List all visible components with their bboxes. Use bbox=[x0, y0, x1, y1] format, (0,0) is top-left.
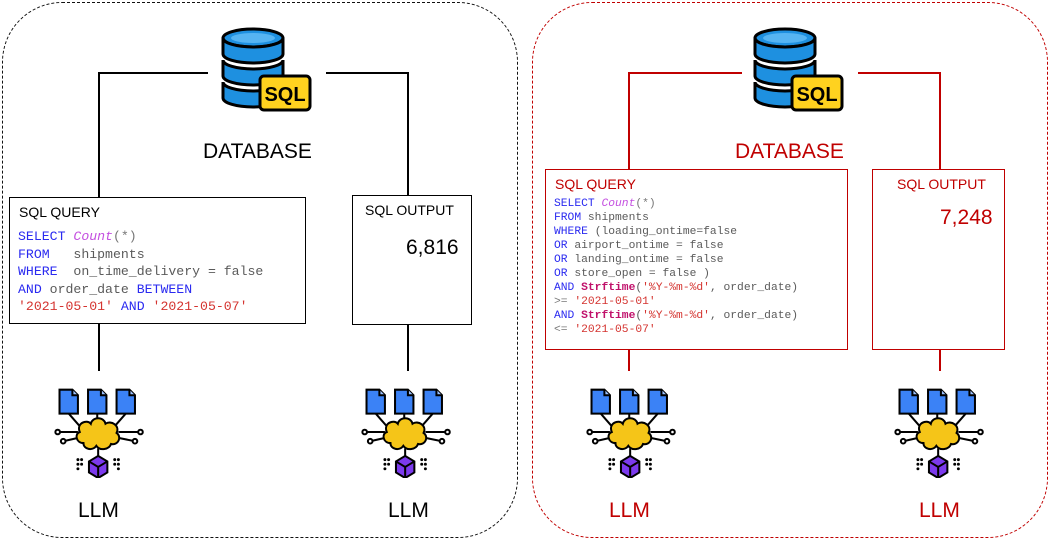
sql-code-line: FROM shipments bbox=[18, 246, 263, 264]
sql-database-icon bbox=[746, 24, 848, 124]
wire bbox=[407, 323, 409, 371]
sql-code-line: WHERE on_time_delivery = false bbox=[18, 263, 263, 281]
sql-output-value: 7,248 bbox=[940, 206, 993, 229]
sql-token: shipments bbox=[73, 246, 145, 262]
llm-label: LLM bbox=[919, 499, 960, 522]
sql-token: >= bbox=[554, 296, 575, 308]
sql-token: Strftime bbox=[581, 310, 636, 322]
sql-code-line: FROM shipments bbox=[554, 211, 798, 225]
llm-brain-documents-icon bbox=[360, 386, 454, 478]
sql-code-line: AND Strftime('%Y-%m-%d', order_date) bbox=[554, 281, 798, 295]
wire bbox=[628, 72, 742, 74]
llm-label: LLM bbox=[388, 499, 429, 522]
sql-code-line: >= '2021-05-01' bbox=[554, 295, 798, 309]
sql-token: (loading_ontime=false bbox=[594, 226, 738, 238]
sql-token: AND bbox=[112, 299, 153, 314]
right-panel bbox=[532, 2, 1048, 538]
llm-brain-documents-icon bbox=[585, 386, 679, 478]
sql-token: AND bbox=[18, 281, 50, 297]
sql-token: '2021-05-07' bbox=[152, 299, 248, 314]
wire bbox=[98, 72, 100, 199]
sql-code-line: WHERE (loading_ontime=false bbox=[554, 225, 798, 239]
sql-output-title: SQL OUTPUT bbox=[897, 176, 986, 192]
wire bbox=[98, 323, 100, 371]
sql-token: shipments bbox=[587, 212, 649, 224]
sql-token: , order_date) bbox=[709, 282, 799, 294]
sql-code-line: <= '2021-05-07' bbox=[554, 323, 798, 337]
sql-token: '2021-05-01' bbox=[574, 296, 656, 308]
sql-code-line: SELECT Count(*) bbox=[18, 228, 263, 246]
wire bbox=[628, 72, 630, 170]
sql-token: FROM bbox=[18, 246, 74, 262]
sql-token: WHERE bbox=[554, 226, 595, 238]
wire bbox=[858, 72, 941, 74]
wire bbox=[939, 72, 941, 170]
sql-token: Strftime bbox=[581, 282, 636, 294]
sql-token: SELECT bbox=[18, 229, 74, 244]
sql-code-line: OR store_open = false ) bbox=[554, 267, 798, 281]
sql-token: '%Y-%m-%d' bbox=[642, 282, 710, 294]
sql-token: BETWEEN bbox=[136, 281, 193, 297]
sql-token: store_open = false ) bbox=[574, 268, 710, 280]
sql-token: order_date bbox=[49, 281, 137, 297]
sql-code-line: OR landing_ontime = false bbox=[554, 253, 798, 267]
sql-query-title: SQL QUERY bbox=[19, 204, 100, 220]
sql-output-box: SQL OUTPUT bbox=[872, 169, 1005, 350]
llm-label: LLM bbox=[78, 499, 119, 522]
sql-code-line: AND order_date BETWEEN bbox=[18, 281, 263, 299]
sql-token: '2021-05-01' bbox=[18, 299, 113, 314]
llm-brain-documents-icon bbox=[893, 386, 987, 478]
database-label: DATABASE bbox=[735, 140, 844, 163]
llm-brain-documents-icon bbox=[53, 386, 147, 478]
sql-output-title: SQL OUTPUT bbox=[365, 202, 454, 218]
sql-token: OR bbox=[554, 240, 575, 252]
sql-token: ( bbox=[635, 310, 643, 322]
wire bbox=[407, 72, 409, 197]
sql-token: , order_date) bbox=[709, 310, 799, 322]
sql-code-line: OR airport_ontime = false bbox=[554, 239, 798, 253]
sql-token: airport_ontime = false bbox=[574, 240, 724, 252]
sql-code-line: SELECT Count(*) bbox=[554, 197, 798, 211]
sql-token: OR bbox=[554, 268, 575, 280]
sql-token: '%Y-%m-%d' bbox=[642, 310, 710, 322]
sql-code-line: '2021-05-01' AND '2021-05-07' bbox=[18, 298, 263, 316]
wire bbox=[98, 72, 208, 74]
sql-token: AND bbox=[554, 310, 582, 322]
wire bbox=[628, 349, 630, 371]
sql-token: (*) bbox=[635, 198, 656, 210]
sql-token: AND bbox=[554, 282, 582, 294]
sql-token: landing_ontime = false bbox=[574, 254, 724, 266]
sql-token: ( bbox=[635, 282, 643, 294]
llm-label: LLM bbox=[609, 499, 650, 522]
wire bbox=[939, 349, 941, 371]
wire bbox=[326, 72, 409, 74]
sql-output-box: SQL OUTPUT bbox=[352, 195, 472, 325]
left-panel bbox=[2, 2, 518, 538]
sql-token: Count bbox=[601, 198, 636, 210]
sql-token: '2021-05-07' bbox=[574, 324, 656, 336]
sql-token: SELECT bbox=[554, 198, 602, 210]
sql-token: FROM bbox=[554, 212, 588, 224]
sql-token: Count bbox=[73, 229, 113, 244]
sql-token: <= bbox=[554, 324, 575, 336]
sql-code-line: AND Strftime('%Y-%m-%d', order_date) bbox=[554, 309, 798, 323]
sql-database-icon bbox=[214, 24, 316, 124]
database-label: DATABASE bbox=[203, 140, 312, 163]
sql-token: (*) bbox=[112, 229, 137, 244]
sql-output-value: 6,816 bbox=[406, 236, 459, 259]
sql-token: on_time_delivery = false bbox=[73, 264, 264, 279]
sql-query-title: SQL QUERY bbox=[555, 176, 636, 192]
sql-token: WHERE bbox=[18, 264, 74, 279]
sql-token: OR bbox=[554, 254, 575, 266]
